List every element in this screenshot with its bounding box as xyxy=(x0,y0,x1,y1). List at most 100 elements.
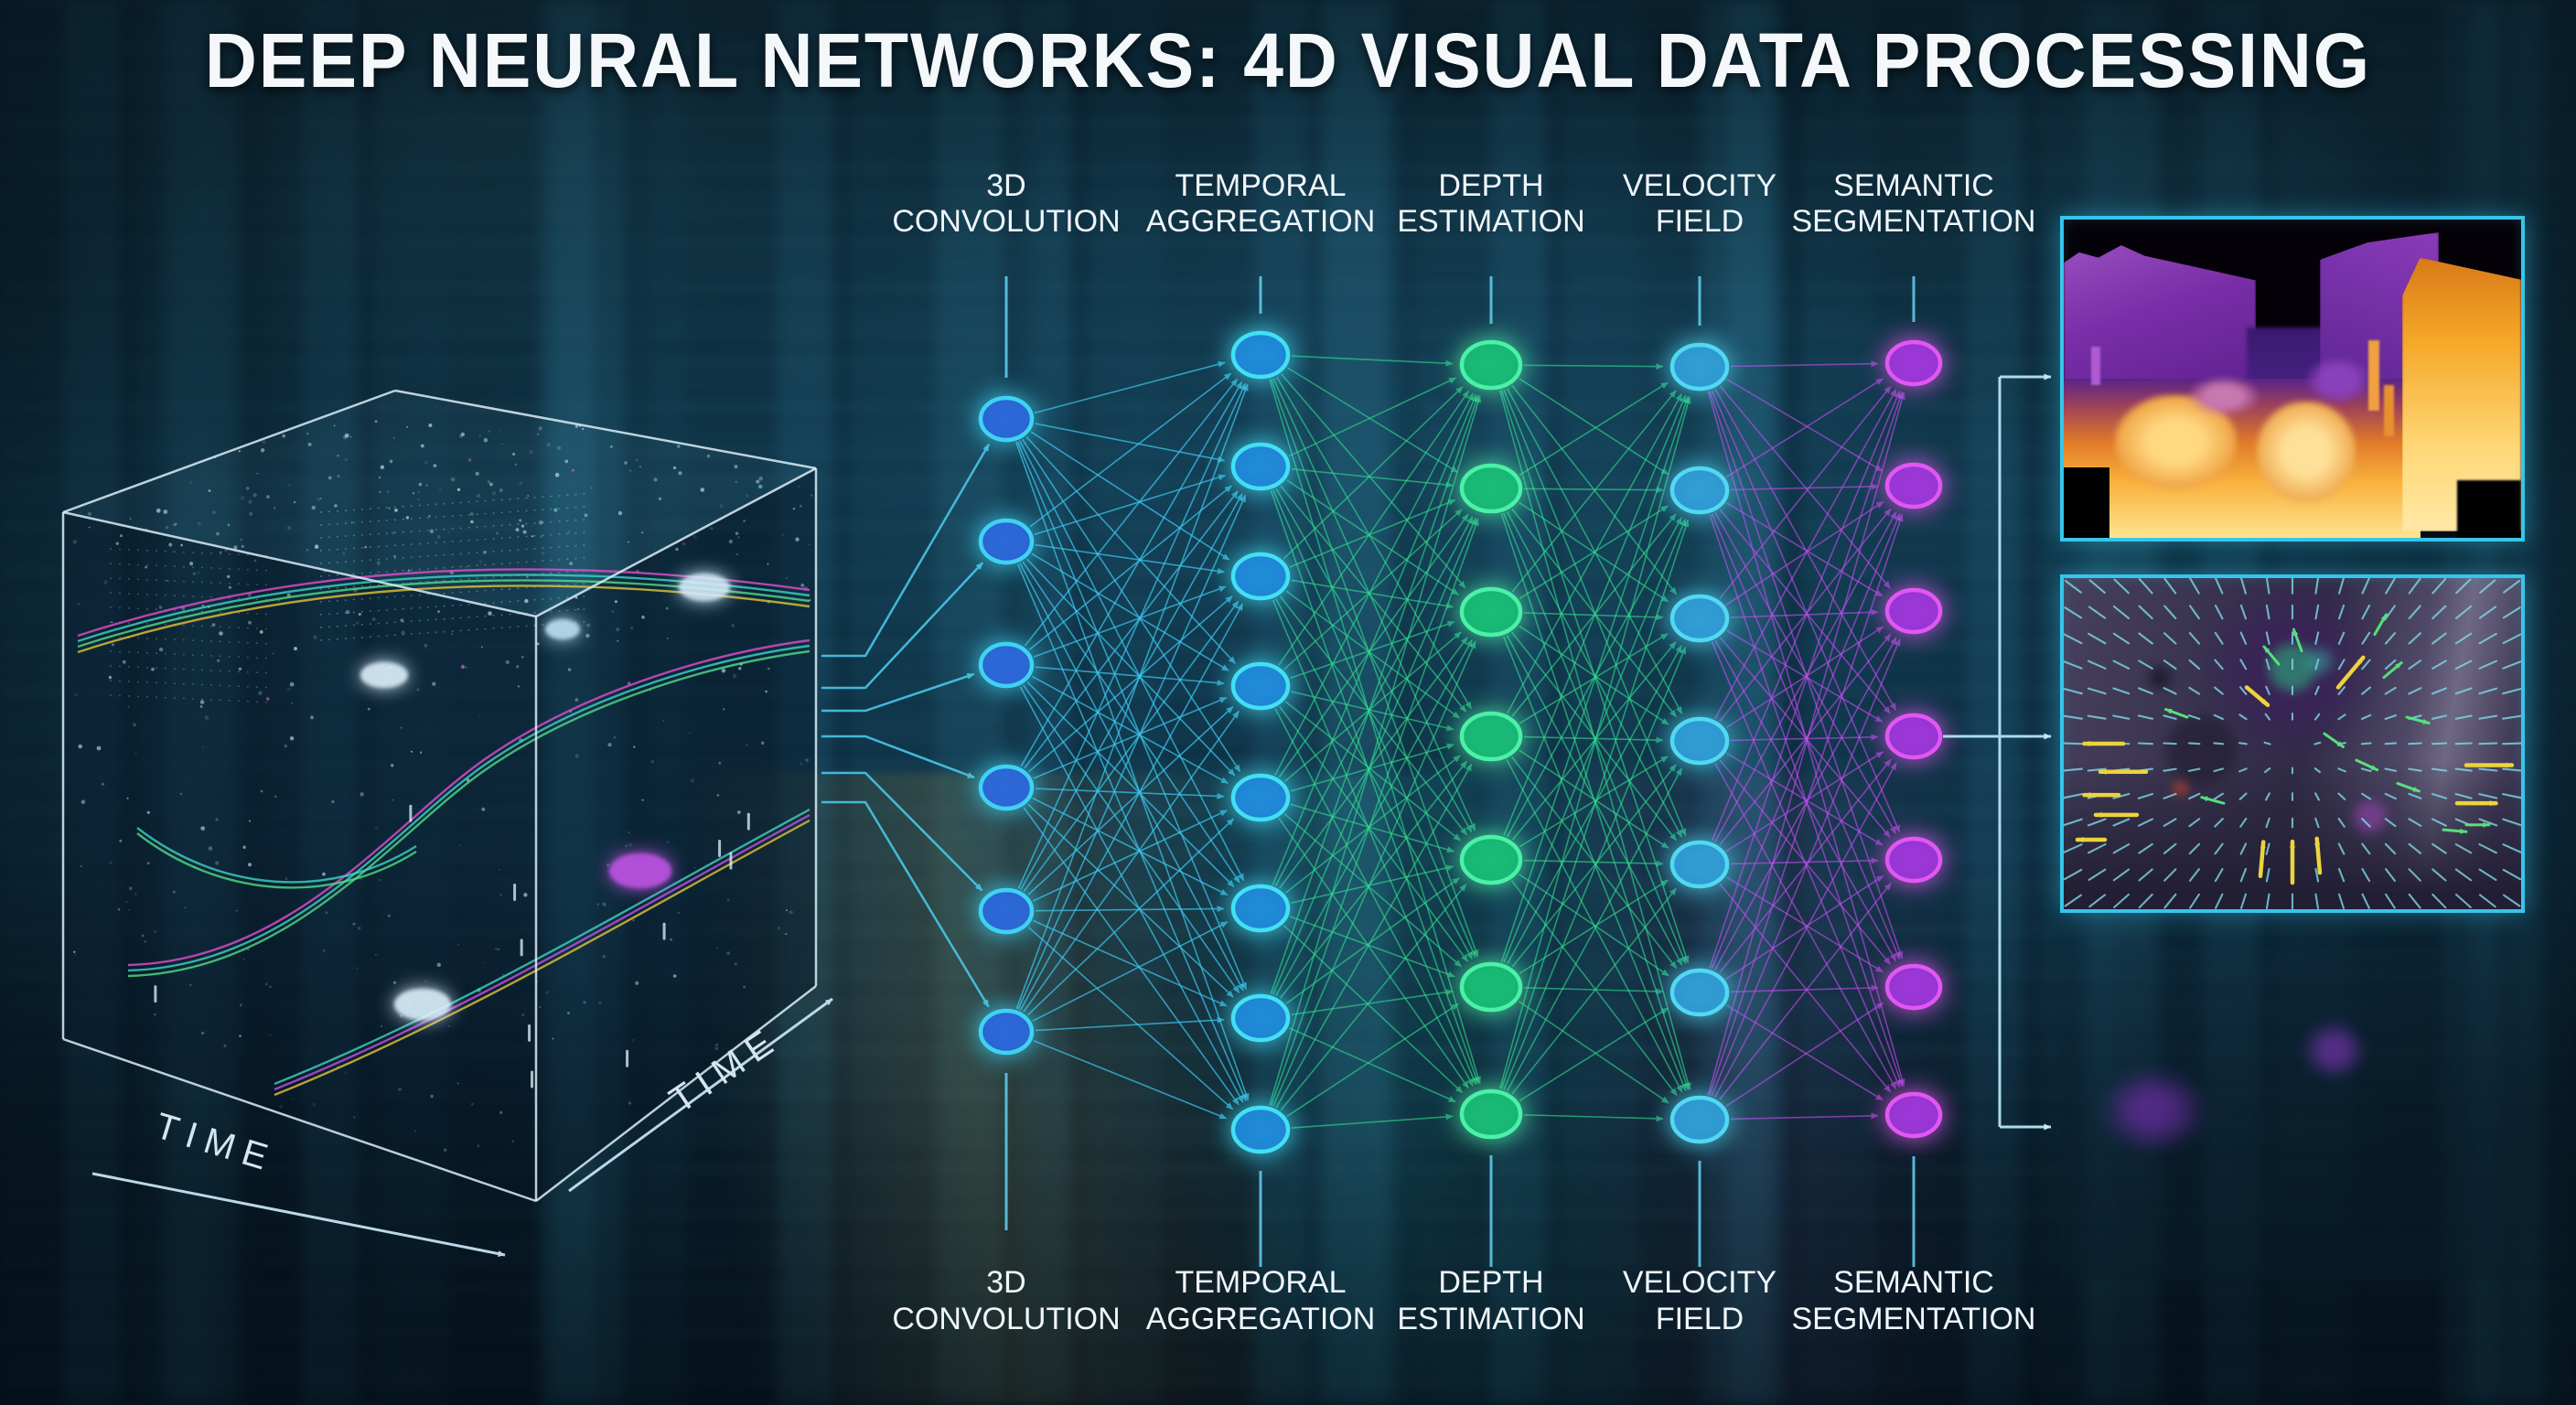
node-velocity-field-6 xyxy=(1669,1095,1730,1144)
depth-art-shape xyxy=(2187,375,2260,417)
depth-art-shape xyxy=(2384,384,2394,436)
network-edges xyxy=(1015,355,1905,1129)
node-3d-convolution-0 xyxy=(978,395,1035,443)
light-trail xyxy=(127,649,810,978)
node-temporal-aggregation-4 xyxy=(1230,773,1291,822)
node-velocity-field-2 xyxy=(1669,594,1730,643)
layer-label-top-semantic-segmentation: SEMANTIC xyxy=(1833,168,1994,203)
layer-label-bottom-depth-estimation: ESTIMATION xyxy=(1397,1302,1584,1336)
depth-art-shape xyxy=(2256,401,2356,503)
layer-label-bottom-velocity-field: VELOCITY xyxy=(1623,1265,1776,1300)
depth-art-shape xyxy=(2064,467,2109,538)
node-velocity-field-4 xyxy=(1669,840,1730,889)
layer-label-bottom-velocity-field: FIELD xyxy=(1656,1302,1744,1336)
node-temporal-aggregation-6 xyxy=(1230,993,1291,1043)
cube-edge xyxy=(535,985,817,1202)
depth-map-output xyxy=(2060,216,2525,542)
segmentation-blob xyxy=(2302,1020,2367,1080)
point-cloud-vehicle xyxy=(679,574,730,601)
output-branch-connector xyxy=(1943,373,2052,1131)
node-velocity-field-3 xyxy=(1669,716,1730,766)
point-cloud-vehicle xyxy=(545,619,580,639)
node-3d-convolution-3 xyxy=(978,764,1035,811)
light-trail xyxy=(136,827,417,884)
node-3d-convolution-4 xyxy=(978,887,1035,935)
node-semantic-segmentation-0 xyxy=(1884,339,1943,387)
time-axis-arrow xyxy=(568,997,833,1193)
segmentation-blob xyxy=(2097,1067,2209,1154)
node-depth-estimation-5 xyxy=(1459,961,1523,1013)
depth-art-shape xyxy=(2306,356,2370,404)
layer-ticks xyxy=(1004,276,1916,1267)
node-semantic-segmentation-2 xyxy=(1884,587,1943,635)
node-depth-estimation-1 xyxy=(1459,463,1523,514)
node-3d-convolution-2 xyxy=(978,641,1035,689)
node-depth-estimation-4 xyxy=(1459,834,1523,885)
light-trail xyxy=(77,568,810,638)
node-3d-convolution-5 xyxy=(978,1008,1035,1056)
depth-art-shape xyxy=(2457,480,2521,538)
light-trail xyxy=(274,819,810,1097)
node-depth-estimation-3 xyxy=(1459,711,1523,762)
network-nodes xyxy=(978,330,1943,1154)
node-semantic-segmentation-5 xyxy=(1884,963,1943,1011)
node-velocity-field-5 xyxy=(1669,968,1730,1017)
depth-art-shape xyxy=(2367,340,2379,411)
node-velocity-field-0 xyxy=(1669,342,1730,391)
cube-edge xyxy=(62,1037,537,1203)
point-cloud-vehicle xyxy=(360,662,408,688)
layer-label-top-temporal-aggregation: AGGREGATION xyxy=(1146,204,1376,239)
cube-edge xyxy=(62,510,537,618)
layer-label-top-semantic-segmentation: SEGMENTATION xyxy=(1792,204,2036,239)
velocity-vector-field xyxy=(2064,578,2521,909)
point-cloud-vehicle xyxy=(609,853,671,888)
node-semantic-segmentation-4 xyxy=(1884,836,1943,884)
page-title: DEEP NEURAL NETWORKS: 4D VISUAL DATA PRO… xyxy=(204,17,2372,103)
layer-label-top-velocity-field: VELOCITY xyxy=(1623,168,1776,203)
node-3d-convolution-1 xyxy=(978,518,1035,565)
layer-label-top-3d-convolution: 3D xyxy=(986,168,1025,203)
layer-label-bottom-temporal-aggregation: TEMPORAL xyxy=(1175,1265,1346,1300)
cube-edge xyxy=(394,389,817,470)
layer-label-bottom-temporal-aggregation: AGGREGATION xyxy=(1146,1302,1376,1336)
layer-label-top-depth-estimation: ESTIMATION xyxy=(1397,204,1584,239)
layer-label-bottom-depth-estimation: DEPTH xyxy=(1438,1265,1543,1300)
node-temporal-aggregation-5 xyxy=(1230,884,1291,933)
layer-label-bottom-3d-convolution: 3D xyxy=(986,1265,1025,1300)
node-temporal-aggregation-3 xyxy=(1230,661,1291,711)
node-temporal-aggregation-0 xyxy=(1230,330,1291,380)
layer-label-bottom-semantic-segmentation: SEGMENTATION xyxy=(1792,1302,2036,1336)
layer-labels: 3DCONVOLUTION3DCONVOLUTIONTEMPORALAGGREG… xyxy=(892,168,2035,1336)
time-axis-label-front: TIME xyxy=(151,1106,281,1181)
node-temporal-aggregation-1 xyxy=(1230,442,1291,491)
point-cloud-vehicle xyxy=(394,989,451,1020)
layer-label-bottom-semantic-segmentation: SEMANTIC xyxy=(1833,1265,1994,1300)
cube-edge xyxy=(535,467,817,618)
node-semantic-segmentation-3 xyxy=(1884,713,1943,760)
node-temporal-aggregation-2 xyxy=(1230,552,1291,601)
node-depth-estimation-6 xyxy=(1459,1089,1523,1140)
light-trail xyxy=(136,832,417,889)
light-trail xyxy=(274,813,810,1091)
velocity-field-output xyxy=(2060,574,2525,913)
layer-label-top-temporal-aggregation: TEMPORAL xyxy=(1175,168,1346,203)
depth-art-shape xyxy=(2091,347,2100,385)
node-semantic-segmentation-6 xyxy=(1884,1091,1943,1139)
node-semantic-segmentation-1 xyxy=(1884,462,1943,509)
cube-edge xyxy=(62,389,396,514)
faded-output xyxy=(2060,947,2525,1281)
node-depth-estimation-2 xyxy=(1459,586,1523,638)
time-axis-arrow xyxy=(91,1172,506,1257)
layer-label-top-3d-convolution: CONVOLUTION xyxy=(892,204,1120,239)
light-trail xyxy=(127,638,810,967)
input-connections xyxy=(821,443,991,1008)
light-trail xyxy=(274,808,810,1086)
node-temporal-aggregation-7 xyxy=(1230,1105,1291,1154)
node-velocity-field-1 xyxy=(1669,466,1730,515)
layer-label-top-depth-estimation: DEPTH xyxy=(1438,168,1543,203)
light-trail xyxy=(127,644,810,972)
layer-label-top-velocity-field: FIELD xyxy=(1656,204,1744,239)
